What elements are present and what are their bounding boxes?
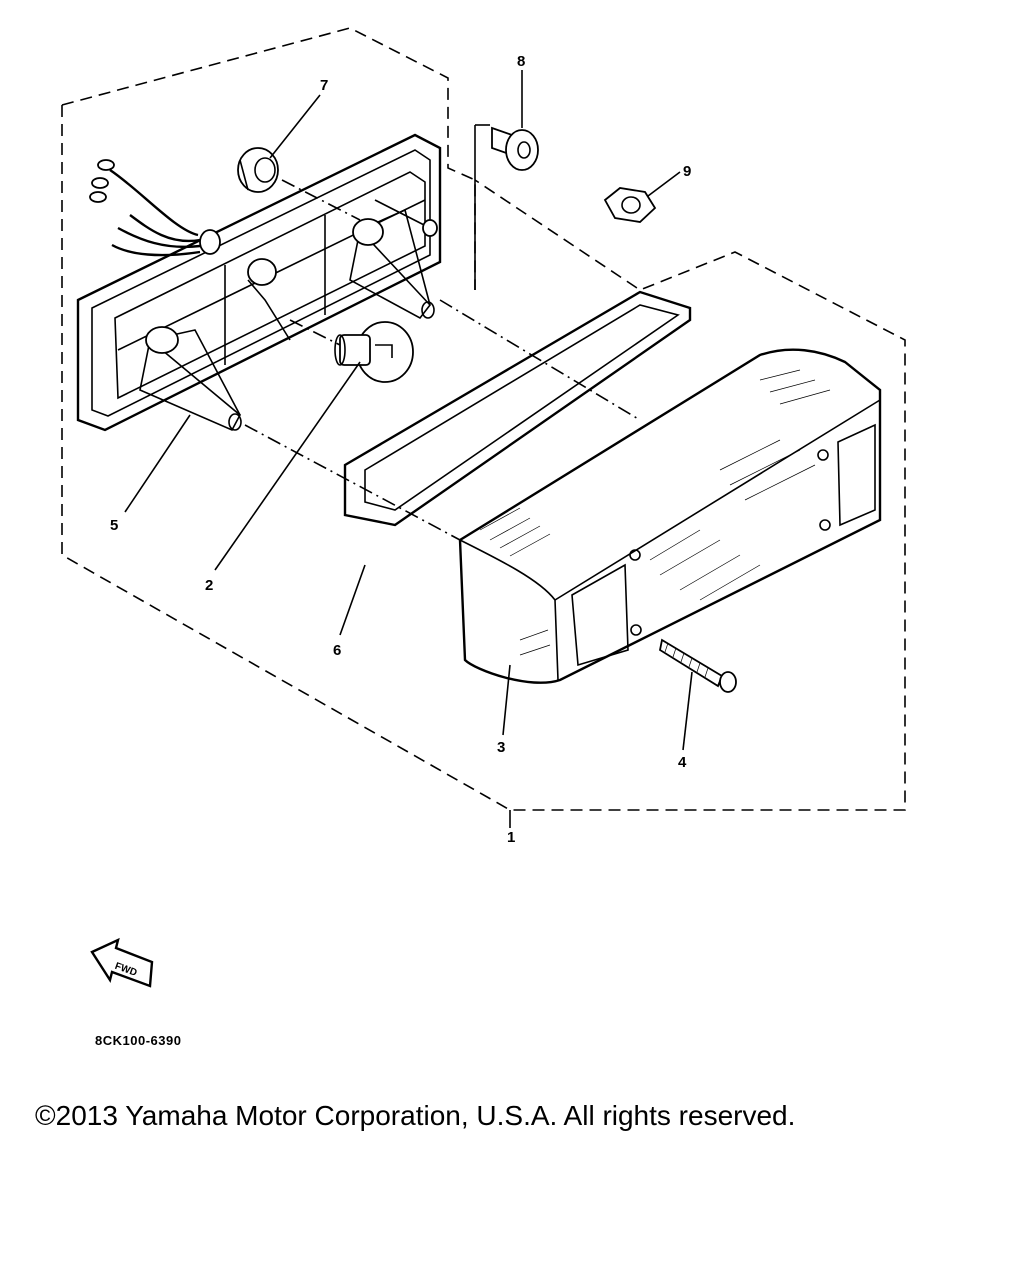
callout-8: 8 — [517, 53, 525, 70]
nut-part — [603, 187, 657, 223]
callout-2: 2 — [205, 577, 213, 594]
callout-6: 6 — [333, 642, 341, 659]
fwd-arrow-icon: FWD — [90, 937, 154, 988]
callout-1: 1 — [507, 829, 515, 846]
assembly-boundary — [61, 27, 906, 828]
leader-lines — [124, 70, 693, 751]
lens-texture — [479, 369, 831, 656]
callout-labels: 7 8 9 5 2 6 3 4 1 — [110, 53, 691, 846]
socket-center — [247, 258, 291, 341]
socket-left — [139, 326, 242, 432]
grommet-part — [237, 147, 279, 193]
copyright-notice: ©2013 Yamaha Motor Corporation, U.S.A. A… — [35, 1100, 796, 1131]
assembly-guide-lines — [244, 179, 641, 541]
lamp-base-housing — [76, 133, 442, 432]
callout-7: 7 — [320, 77, 328, 94]
gasket-part — [343, 290, 692, 527]
diagram-part-code: 8CK100-6390 — [95, 1033, 181, 1048]
callout-5: 5 — [110, 517, 118, 534]
socket-right — [349, 199, 438, 320]
bulb-part — [334, 321, 414, 383]
lens-part — [458, 348, 882, 684]
screw-part — [658, 638, 737, 693]
collar-part — [491, 126, 539, 171]
callout-4: 4 — [678, 754, 687, 771]
callout-3: 3 — [497, 739, 505, 756]
callout-9: 9 — [683, 163, 691, 180]
